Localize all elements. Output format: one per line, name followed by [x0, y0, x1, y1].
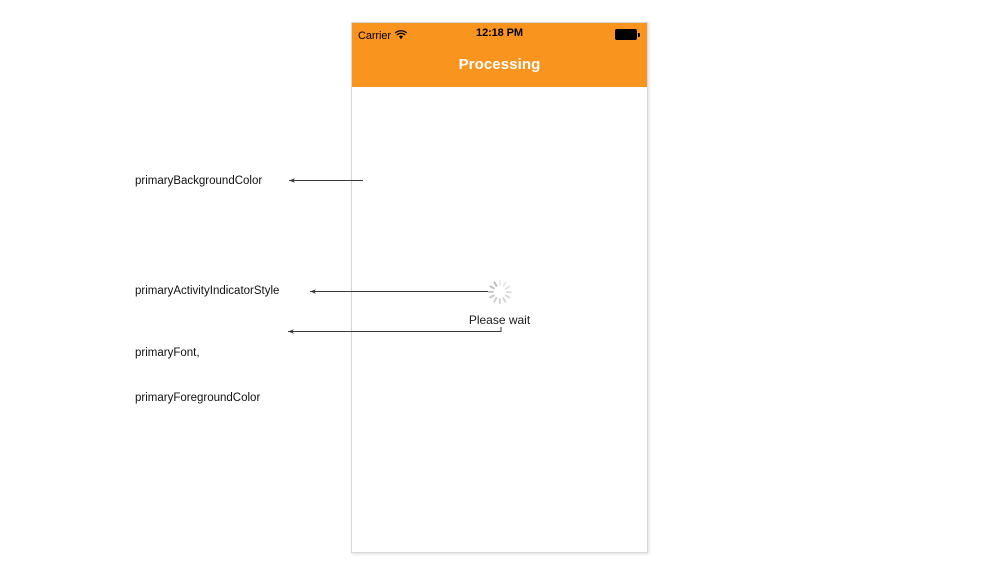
activity-indicator-icon [487, 279, 513, 305]
battery-full-icon [615, 29, 640, 40]
status-bar-left: Carrier [358, 27, 407, 45]
activity-indicator-spoke [499, 298, 501, 304]
device-frame: Carrier 12:18 PM Processing Please wait [351, 22, 648, 553]
content-area: Please wait [352, 87, 647, 552]
page-title: Processing [458, 56, 541, 73]
activity-indicator-spoke [493, 296, 498, 303]
annotation-label-primary-background-color: primaryBackgroundColor [135, 175, 263, 187]
status-bar-time: 12:18 PM [476, 27, 523, 39]
activity-indicator-spoke [505, 291, 512, 293]
status-bar: Carrier 12:18 PM [352, 23, 647, 45]
annotation-label-primary-activity-indicator-style: primaryActivityIndicatorStyle [135, 285, 280, 297]
wait-label: Please wait [468, 313, 531, 327]
wifi-icon [394, 27, 407, 45]
activity-indicator-spoke [504, 285, 511, 290]
annotation-label-primary-font: primaryFont, primaryForegroundColor [135, 316, 260, 421]
navigation-bar: Processing [352, 45, 647, 87]
activity-indicator-spoke [504, 294, 511, 299]
activity-indicator-spoke [502, 296, 507, 303]
carrier-label: Carrier [358, 30, 391, 42]
activity-indicator-spoke [487, 291, 494, 293]
activity-indicator-spoke [493, 281, 498, 288]
annotation-label-line-1: primaryFont, [135, 347, 200, 359]
activity-indicator-spoke [499, 280, 501, 286]
activity-indicator-spoke [489, 285, 496, 290]
annotation-label-line-2: primaryForegroundColor [135, 392, 261, 404]
